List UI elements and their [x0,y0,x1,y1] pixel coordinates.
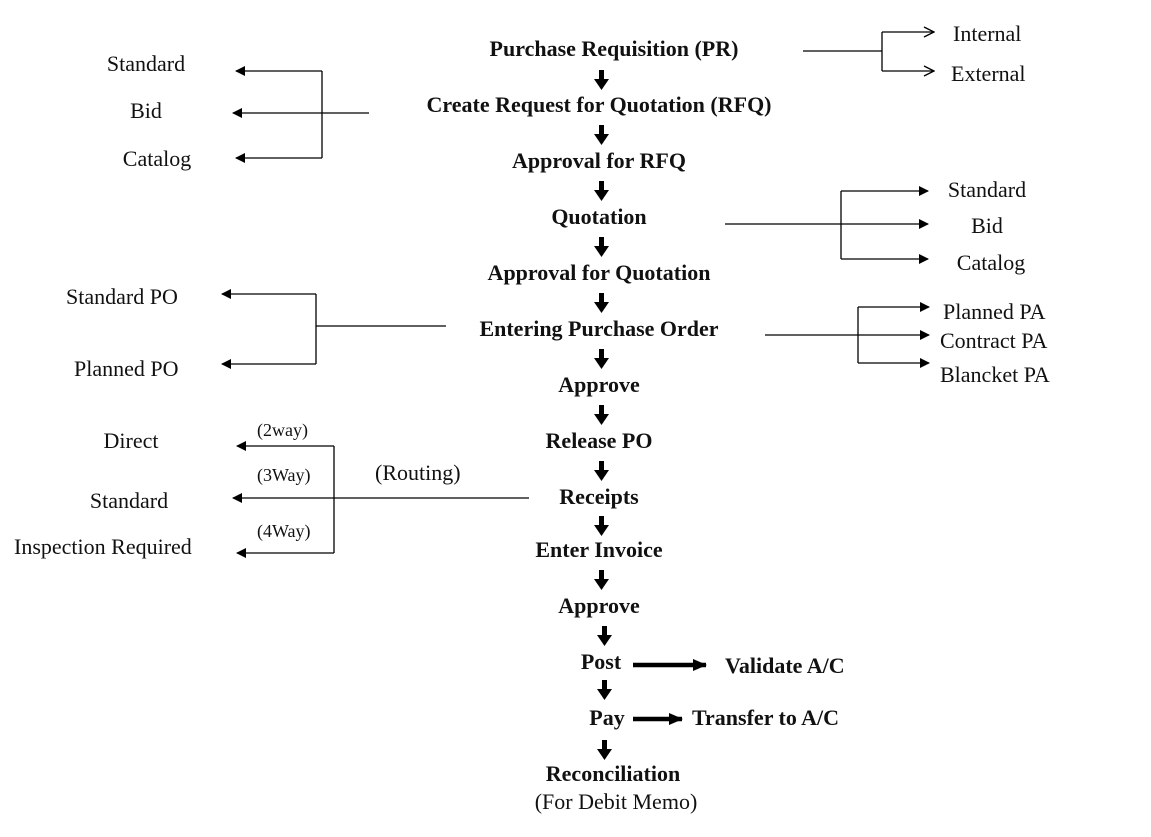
rfq-type-standard: Standard [106,51,186,76]
pr-type-internal: Internal [953,21,1022,46]
pa-type-branch-connector [765,302,930,368]
step-post: Post [580,649,622,674]
rfq-type-catalog: Catalog [122,146,192,171]
pa-type-contract: Contract PA [940,328,1048,353]
routing-label: (Routing) [375,460,461,485]
rfq-branch-connector [232,66,369,163]
down-arrow-icon [597,740,612,760]
step-quotation: Quotation [551,204,647,229]
quotation-branch-connector [725,186,929,264]
step-enter-invoice: Enter Invoice [535,537,663,562]
step-receipts: Receipts [559,484,639,509]
step-create-rfq: Create Request for Quotation (RFQ) [426,92,772,117]
step-reconciliation: Reconciliation [545,761,681,786]
match-4way: (4Way) [257,521,311,541]
down-arrow-icon [594,349,609,369]
down-arrow-icon [597,680,612,700]
pa-type-planned: Planned PA [943,299,1046,324]
po-type-branch-connector [221,289,446,369]
down-arrow-icon [594,461,609,481]
match-3way: (3Way) [257,465,311,485]
post-result-validate-ac: Validate A/C [725,653,845,678]
rfq-type-bid: Bid [130,98,162,123]
step-approve-po: Approve [558,372,640,397]
down-arrow-icon [594,293,609,313]
pr-type-external: External [951,61,1026,86]
step-release-po: Release PO [545,428,653,453]
down-arrow-icon [594,181,609,201]
down-arrow-icon [597,626,612,646]
routing-direct: Direct [103,428,159,453]
quotation-type-bid: Bid [971,213,1003,238]
main-flow-arrows [594,70,612,760]
routing-standard: Standard [89,488,169,513]
down-arrow-icon [594,125,609,145]
down-arrow-icon [594,70,609,90]
po-type-planned: Planned PO [74,356,179,381]
step-entering-purchase-order: Entering Purchase Order [479,316,719,341]
quotation-type-standard: Standard [947,177,1027,202]
routing-inspection-required: Inspection Required [14,534,192,559]
po-type-standard: Standard PO [66,284,178,309]
quotation-type-catalog: Catalog [956,250,1026,275]
down-arrow-icon [594,570,609,590]
down-arrow-icon [594,405,609,425]
pay-result-transfer-ac: Transfer to A/C [692,705,840,730]
step-approve-invoice: Approve [558,593,640,618]
step-approval-for-quotation: Approval for Quotation [487,260,711,285]
down-arrow-icon [594,237,609,257]
step-purchase-requisition: Purchase Requisition (PR) [489,36,739,61]
receipt-routing-connector [232,441,529,558]
step-pay: Pay [589,705,625,730]
pr-branch-connector [803,32,934,71]
pa-type-blancket: Blancket PA [940,362,1050,387]
step-approval-for-rfq: Approval for RFQ [512,148,686,173]
reconciliation-note: (For Debit Memo) [534,789,698,814]
match-2way: (2way) [257,420,308,440]
down-arrow-icon [594,516,609,536]
